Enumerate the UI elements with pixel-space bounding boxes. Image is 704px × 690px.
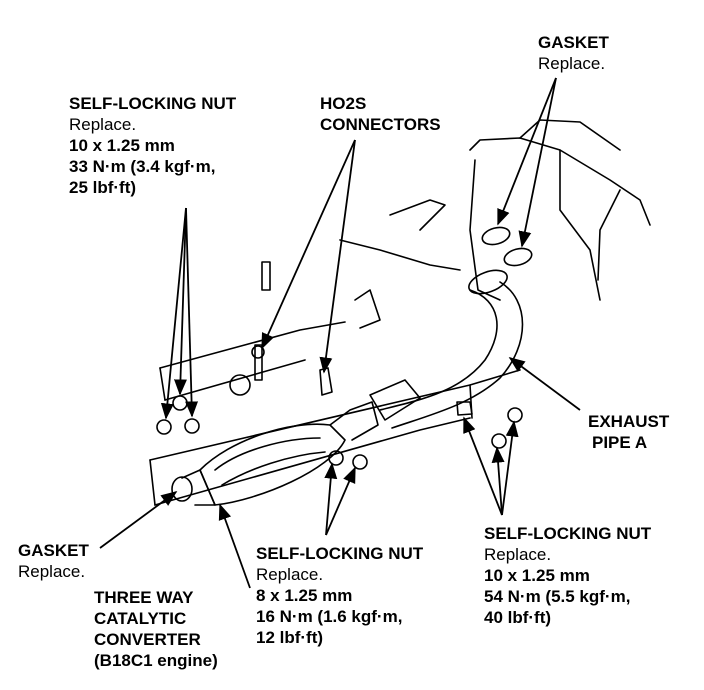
catalytic-converter-line-4: (B18C1 engine) — [94, 651, 218, 670]
self-locking-nut-bottom-right-line-4: 40 lbf·ft) — [484, 608, 552, 627]
manifold-gaskets — [481, 226, 533, 267]
self-locking-nut-bottom-right-callout: SELF-LOCKING NUT Replace. 10 x 1.25 mm 5… — [484, 523, 651, 628]
gasket-left-line-1: Replace. — [18, 562, 86, 581]
self-locking-nut-top-left-title: SELF-LOCKING NUT — [69, 94, 237, 113]
self-locking-nut-top-left-line-4: 25 lbf·ft) — [69, 178, 137, 197]
crossmember-frame — [149, 321, 521, 506]
self-locking-nut-bottom-center-line-3: 16 N·m (1.6 kgf·m, — [256, 607, 403, 626]
exhaust-pipe-a-callout: EXHAUST PIPE A — [588, 411, 669, 453]
gasket-top-callout: GASKET Replace. — [538, 32, 609, 74]
self-locking-nut-bottom-center-title: SELF-LOCKING NUT — [256, 544, 424, 563]
self-locking-nut-bottom-right-line-1: Replace. — [484, 545, 552, 564]
gasket-left-title: GASKET — [18, 541, 89, 560]
self-locking-nut-top-left-line-1: Replace. — [69, 115, 137, 134]
nuts — [156, 395, 523, 470]
self-locking-nut-bottom-right-line-2: 10 x 1.25 mm — [484, 566, 590, 585]
gasket-left-callout: GASKET Replace. — [18, 540, 89, 582]
self-locking-nut-top-left-callout: SELF-LOCKING NUT Replace. 10 x 1.25 mm 3… — [69, 93, 236, 198]
self-locking-nut-top-left-line-2: 10 x 1.25 mm — [69, 136, 175, 155]
gasket-top-line-1: Replace. — [538, 54, 606, 73]
ho2s-connectors-line-1: HO2S — [320, 94, 367, 113]
exhaust-pipe-a-shape — [369, 269, 524, 429]
leader-arrows — [99, 77, 581, 589]
gasket-top-title: GASKET — [538, 33, 609, 52]
catalytic-converter-line-3: CONVERTER — [94, 630, 201, 649]
self-locking-nut-bottom-right-line-3: 54 N·m (5.5 kgf·m, — [484, 587, 631, 606]
ho2s-connectors-line-2: CONNECTORS — [320, 115, 441, 134]
exhaust-pipe-a-line-2: PIPE A — [592, 433, 648, 452]
self-locking-nut-bottom-center-line-4: 12 lbf·ft) — [256, 628, 324, 647]
engine-block-outline — [339, 119, 651, 301]
self-locking-nut-top-left-line-3: 33 N·m (3.4 kgf·m, — [69, 157, 216, 176]
catalytic-converter-line-1: THREE WAY — [94, 588, 194, 607]
self-locking-nut-bottom-center-callout: SELF-LOCKING NUT Replace. 8 x 1.25 mm 16… — [256, 543, 423, 648]
catalytic-converter-shape — [171, 401, 379, 506]
catalytic-converter-line-2: CATALYTIC — [94, 609, 187, 628]
self-locking-nut-bottom-right-title: SELF-LOCKING NUT — [484, 524, 652, 543]
self-locking-nut-bottom-center-line-2: 8 x 1.25 mm — [256, 586, 353, 605]
self-locking-nut-bottom-center-line-1: Replace. — [256, 565, 324, 584]
exhaust-pipe-a-line-1: EXHAUST — [588, 412, 670, 431]
ho2s-connectors-callout: HO2S CONNECTORS — [320, 93, 441, 135]
three-way-catalytic-converter-callout: THREE WAY CATALYTIC CONVERTER (B18C1 eng… — [94, 587, 218, 671]
